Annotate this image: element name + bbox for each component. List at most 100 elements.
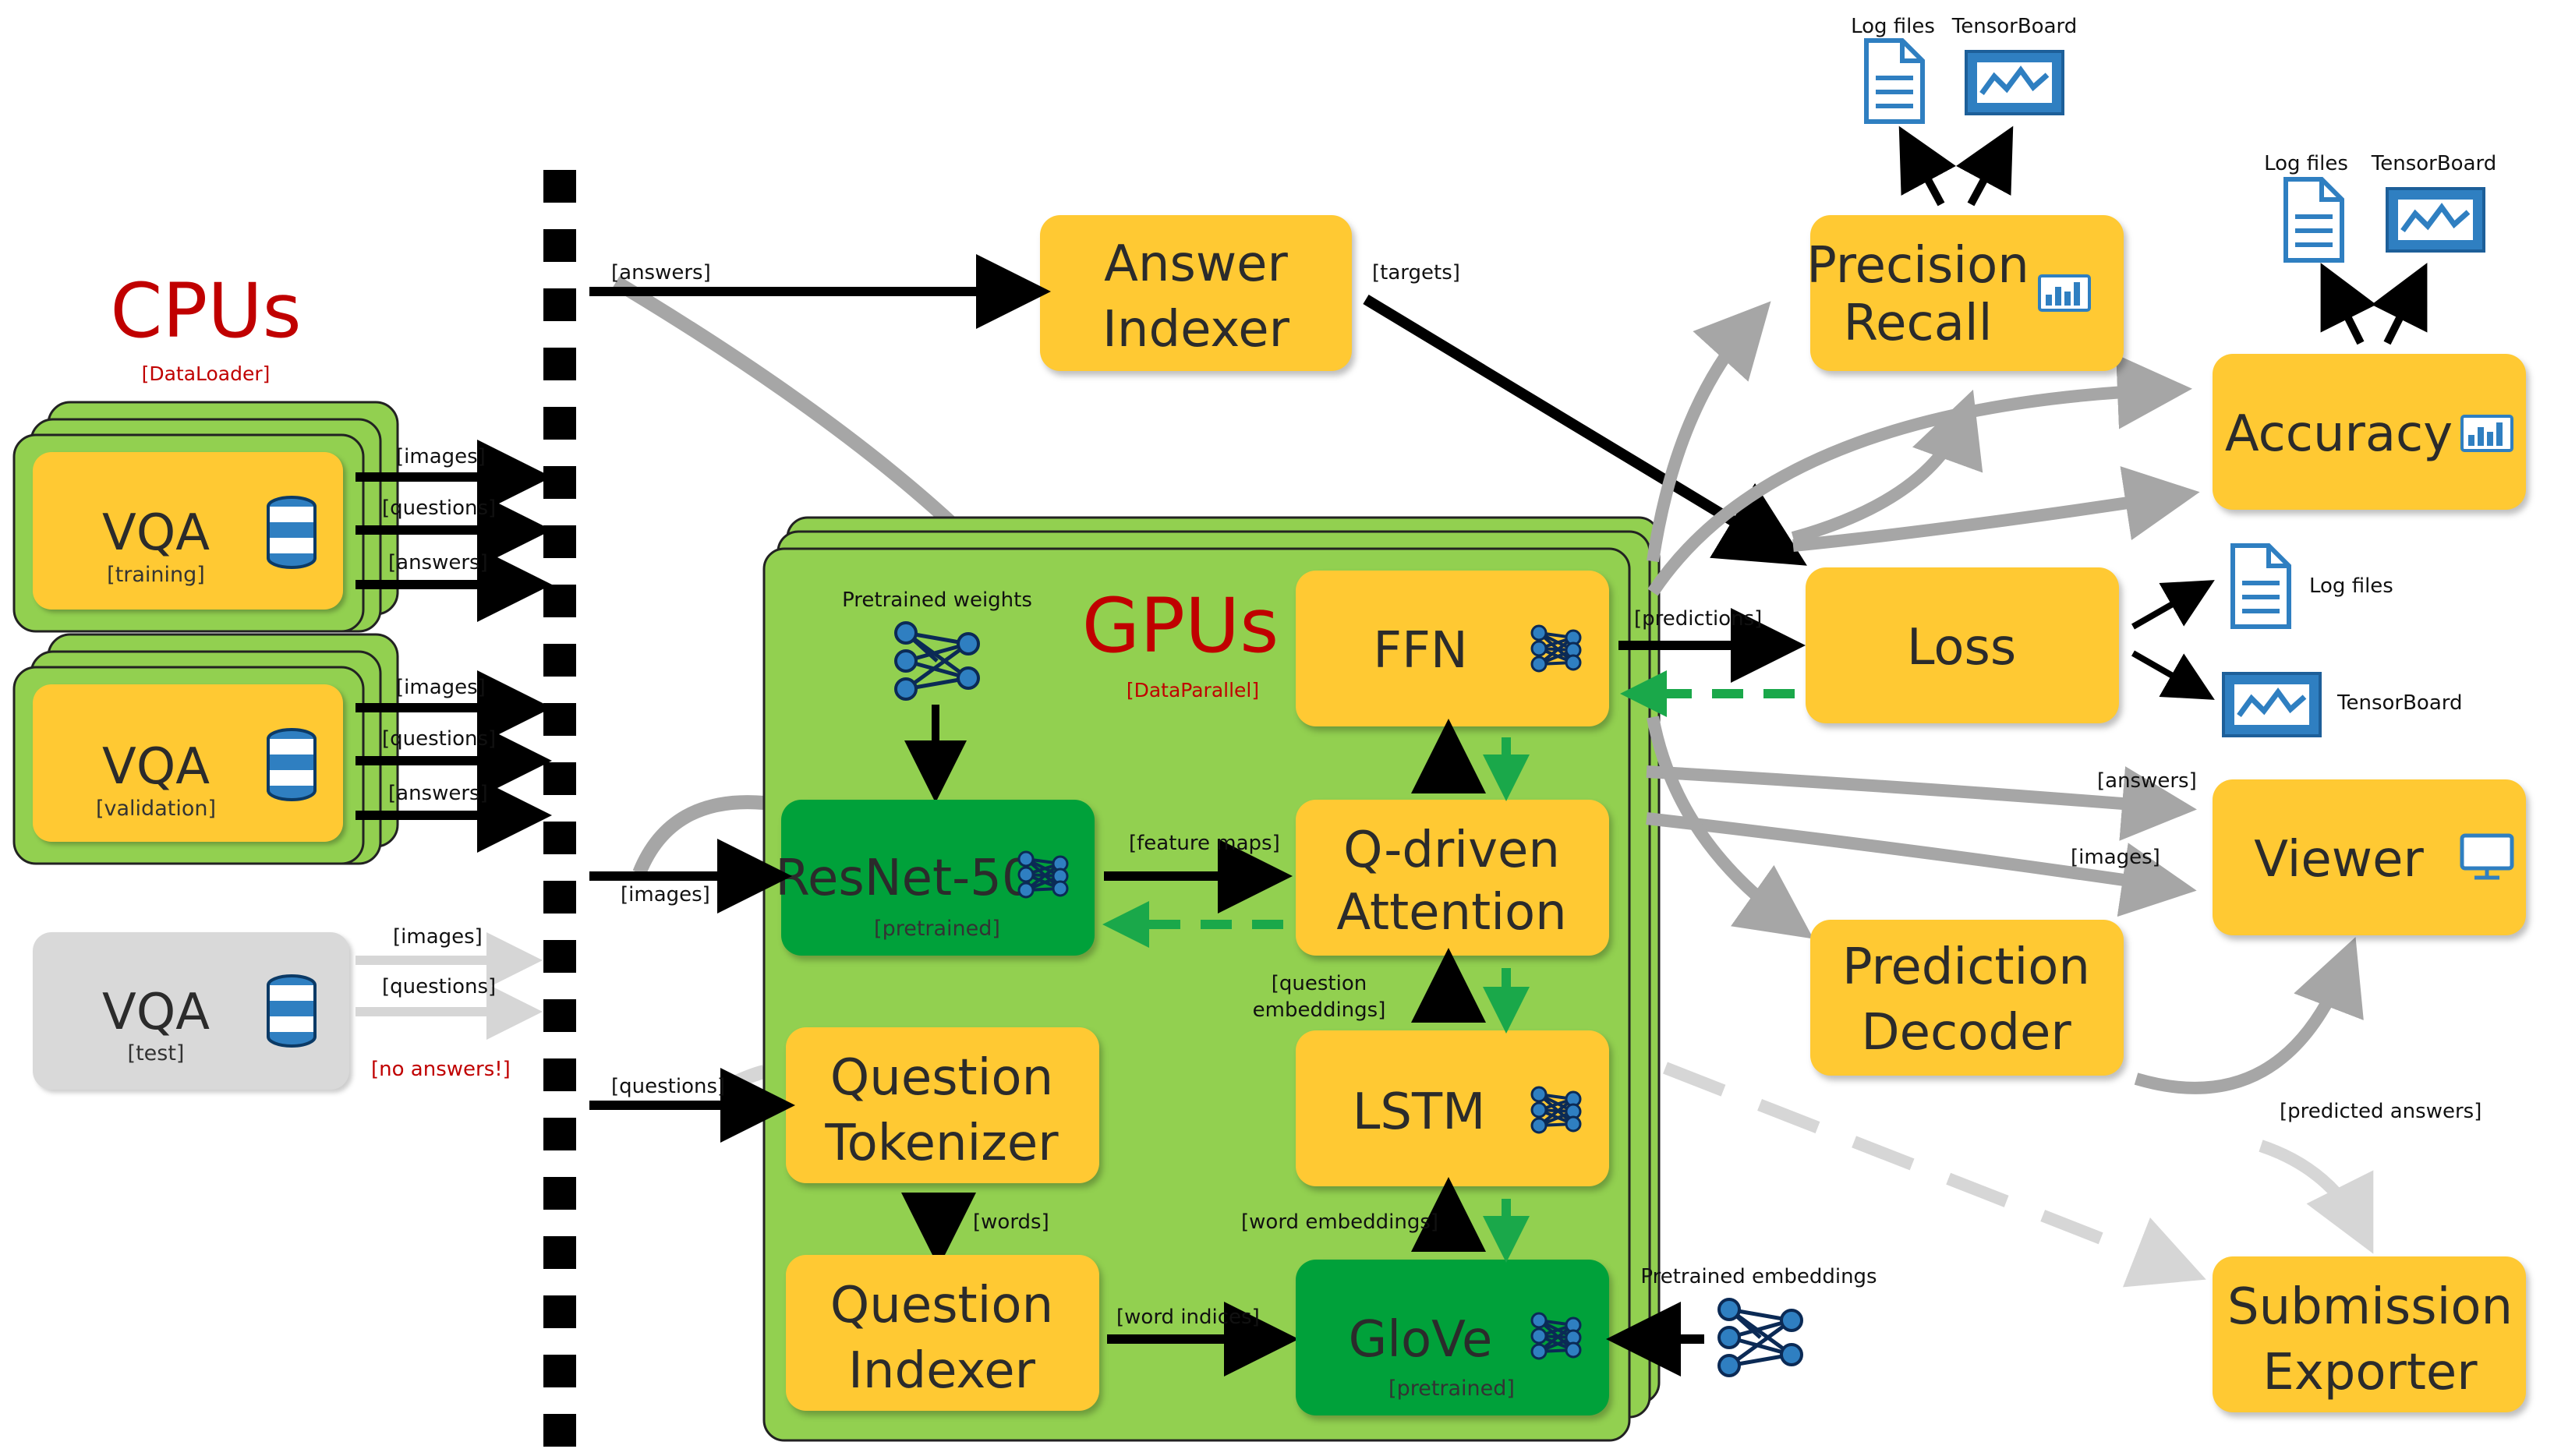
ffn-node[interactable]: FFN	[1296, 571, 1609, 726]
viewer-answers-label: [answers]	[2097, 769, 2197, 793]
loss-node[interactable]: Loss	[1806, 567, 2119, 723]
precision-recall-node[interactable]: Precision Recall	[1806, 215, 2124, 371]
database-icon	[267, 974, 317, 1048]
resnet-name: ResNet-50	[775, 850, 1033, 907]
validation-streams: [images] [questions] [answers]	[356, 670, 552, 853]
viewer-name: Viewer	[2254, 831, 2424, 889]
q-attention-node[interactable]: Q-driven Attention	[1296, 800, 1609, 956]
train-questions-label: [questions]	[382, 497, 496, 520]
qattention-line2: Attention	[1336, 884, 1566, 942]
gpus-subtitle: [DataParallel]	[1127, 679, 1259, 701]
qindexer-line2: Indexer	[848, 1342, 1036, 1400]
acc-to-logfiles-arrow	[2320, 263, 2377, 345]
feature-maps-edge-label: [feature maps]	[1129, 832, 1280, 855]
prediction-decoder-node[interactable]: Prediction Decoder	[1810, 920, 2124, 1076]
question-embeddings-label-1: [question	[1272, 972, 1367, 995]
document-icon	[1866, 41, 1923, 122]
acc-logfiles-label: Log files	[2264, 152, 2348, 175]
dataset-validation[interactable]: VQA [validation]	[12, 633, 399, 865]
database-icon	[267, 728, 317, 801]
qtokenizer-line2: Tokenizer	[824, 1115, 1059, 1172]
test-no-answers-note: [no answers!]	[371, 1058, 511, 1081]
gpus-title: GPUs	[1082, 582, 1279, 670]
qattention-line1: Q-driven	[1343, 822, 1560, 879]
predicted-answers-label: [predicted answers]	[2280, 1100, 2481, 1123]
pr-logfiles-label: Log files	[1851, 15, 1935, 38]
glove-name: GloVe	[1349, 1311, 1493, 1369]
pr-to-logfiles-arrow	[1898, 125, 1956, 207]
images-edge-label: [images]	[621, 883, 710, 906]
glove-note: [pretrained]	[1388, 1376, 1515, 1401]
dataset-training-name: VQA	[102, 504, 210, 562]
val-images-label: [images]	[396, 676, 486, 699]
dataset-test[interactable]: VQA [test]	[33, 932, 349, 1090]
test-images-label: [images]	[393, 925, 483, 949]
words-edge-label: [words]	[973, 1210, 1049, 1234]
word-indices-edge-label: [word indices]	[1116, 1306, 1260, 1329]
pr-tensorboard-label: TensorBoard	[1951, 15, 2078, 38]
light-gray-dashed-arrows	[1663, 1062, 2374, 1288]
tensorboard-icon	[1966, 51, 2063, 114]
loss-tensorboard-label: TensorBoard	[2336, 691, 2463, 715]
loss-logfiles-label: Log files	[2309, 574, 2393, 598]
predictions-edge-label: [predictions]	[1634, 607, 1762, 631]
document-icon	[2233, 546, 2289, 627]
train-images-label: [images]	[396, 445, 486, 468]
resnet-note: [pretrained]	[874, 917, 1000, 941]
submission-exporter-line1: Submission	[2227, 1278, 2513, 1336]
dataset-test-split: [test]	[128, 1041, 185, 1065]
qtokenizer-line1: Question	[830, 1049, 1053, 1107]
submission-exporter-line2: Exporter	[2262, 1344, 2478, 1401]
ffn-name: FFN	[1373, 622, 1468, 680]
answer-indexer-line2: Indexer	[1102, 301, 1290, 359]
acc-to-tensorboard-arrow	[2371, 263, 2428, 345]
question-embeddings-label-2: embeddings]	[1253, 998, 1386, 1022]
pretrained-weights-label: Pretrained weights	[842, 588, 1032, 612]
lstm-node[interactable]: LSTM	[1296, 1030, 1609, 1186]
test-questions-label: [questions]	[382, 975, 496, 998]
prediction-decoder-line1: Prediction	[1842, 938, 2090, 996]
answer-indexer-node[interactable]: Answer Indexer	[1040, 215, 1352, 371]
questions-edge-label: [questions]	[611, 1075, 725, 1098]
val-questions-label: [questions]	[382, 727, 496, 751]
glove-node[interactable]: GloVe [pretrained]	[1296, 1260, 1609, 1415]
loss-name: Loss	[1907, 619, 2016, 677]
accuracy-name: Accuracy	[2225, 405, 2453, 463]
cpus-title: CPUs	[110, 267, 301, 355]
submission-exporter-node[interactable]: Submission Exporter	[2213, 1256, 2526, 1412]
acc-tensorboard-label: TensorBoard	[2371, 152, 2497, 175]
test-streams: [images] [questions] [no answers!]	[356, 925, 543, 1081]
answer-indexer-line1: Answer	[1104, 235, 1288, 293]
bar-chart-icon	[2038, 274, 2091, 312]
answers-edge-label: [answers]	[611, 261, 711, 284]
loss-to-tensorboard-arrow	[2131, 650, 2215, 700]
dataset-validation-split: [validation]	[96, 797, 216, 821]
cpus-subtitle: [DataLoader]	[142, 362, 271, 385]
viewer-images-label: [images]	[2071, 846, 2160, 869]
neural-net-icon	[1719, 1299, 1802, 1376]
viewer-node[interactable]: Viewer	[2213, 779, 2526, 935]
train-answers-label: [answers]	[388, 551, 488, 574]
tensorboard-icon	[2223, 673, 2320, 736]
database-icon	[267, 496, 317, 569]
loss-to-logfiles-arrow	[2131, 580, 2215, 630]
lstm-name: LSTM	[1353, 1083, 1486, 1141]
targets-to-loss-arrow	[1363, 295, 1807, 566]
question-indexer-node[interactable]: Question Indexer	[786, 1255, 1099, 1411]
val-answers-label: [answers]	[388, 782, 488, 805]
precision-recall-line1: Precision	[1806, 237, 2029, 295]
dataset-training-split: [training]	[107, 563, 205, 587]
bar-chart-icon	[2460, 415, 2513, 452]
dataset-training[interactable]: VQA [training]	[12, 401, 399, 633]
prediction-decoder-line2: Decoder	[1861, 1004, 2071, 1062]
resnet-node[interactable]: ResNet-50 [pretrained]	[775, 800, 1095, 956]
tensorboard-icon	[2387, 189, 2484, 251]
qindexer-line1: Question	[830, 1277, 1053, 1334]
document-icon	[2286, 179, 2342, 260]
precision-recall-line2: Recall	[1844, 295, 1993, 352]
accuracy-node[interactable]: Accuracy	[2213, 354, 2526, 510]
question-tokenizer-node[interactable]: Question Tokenizer	[786, 1027, 1099, 1183]
word-embeddings-edge-label: [word embeddings]	[1241, 1210, 1438, 1234]
